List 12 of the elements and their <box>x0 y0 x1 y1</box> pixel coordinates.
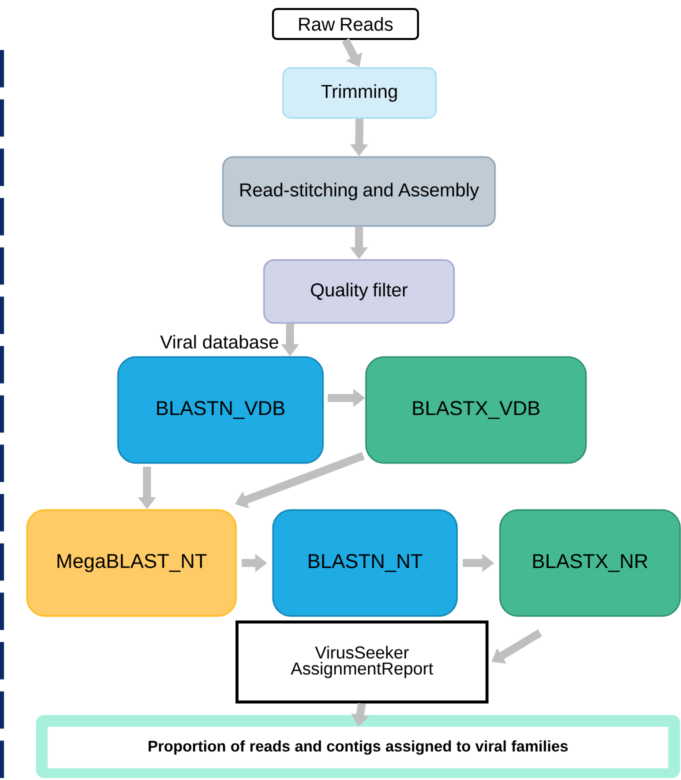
process-box: BLASTX_NR <box>499 509 681 617</box>
process-box: BLASTX_VDB <box>365 356 587 464</box>
edge-label: Viral database <box>160 334 278 349</box>
process-box: BLASTN_VDB <box>117 356 324 464</box>
process-box: Quality filter <box>263 259 455 324</box>
process-box: Read-stitching and Assembly <box>222 156 496 227</box>
process-box: MegaBLAST_NT <box>26 509 237 617</box>
report-box: VirusSeeker AssignmentReport <box>236 620 488 704</box>
process-box: Trimming <box>282 67 437 119</box>
result-box: Proportion of reads and contigs assigned to viral families <box>36 715 680 778</box>
process-box: BLASTN_NT <box>272 509 458 617</box>
input-box: Raw Reads <box>272 8 419 40</box>
